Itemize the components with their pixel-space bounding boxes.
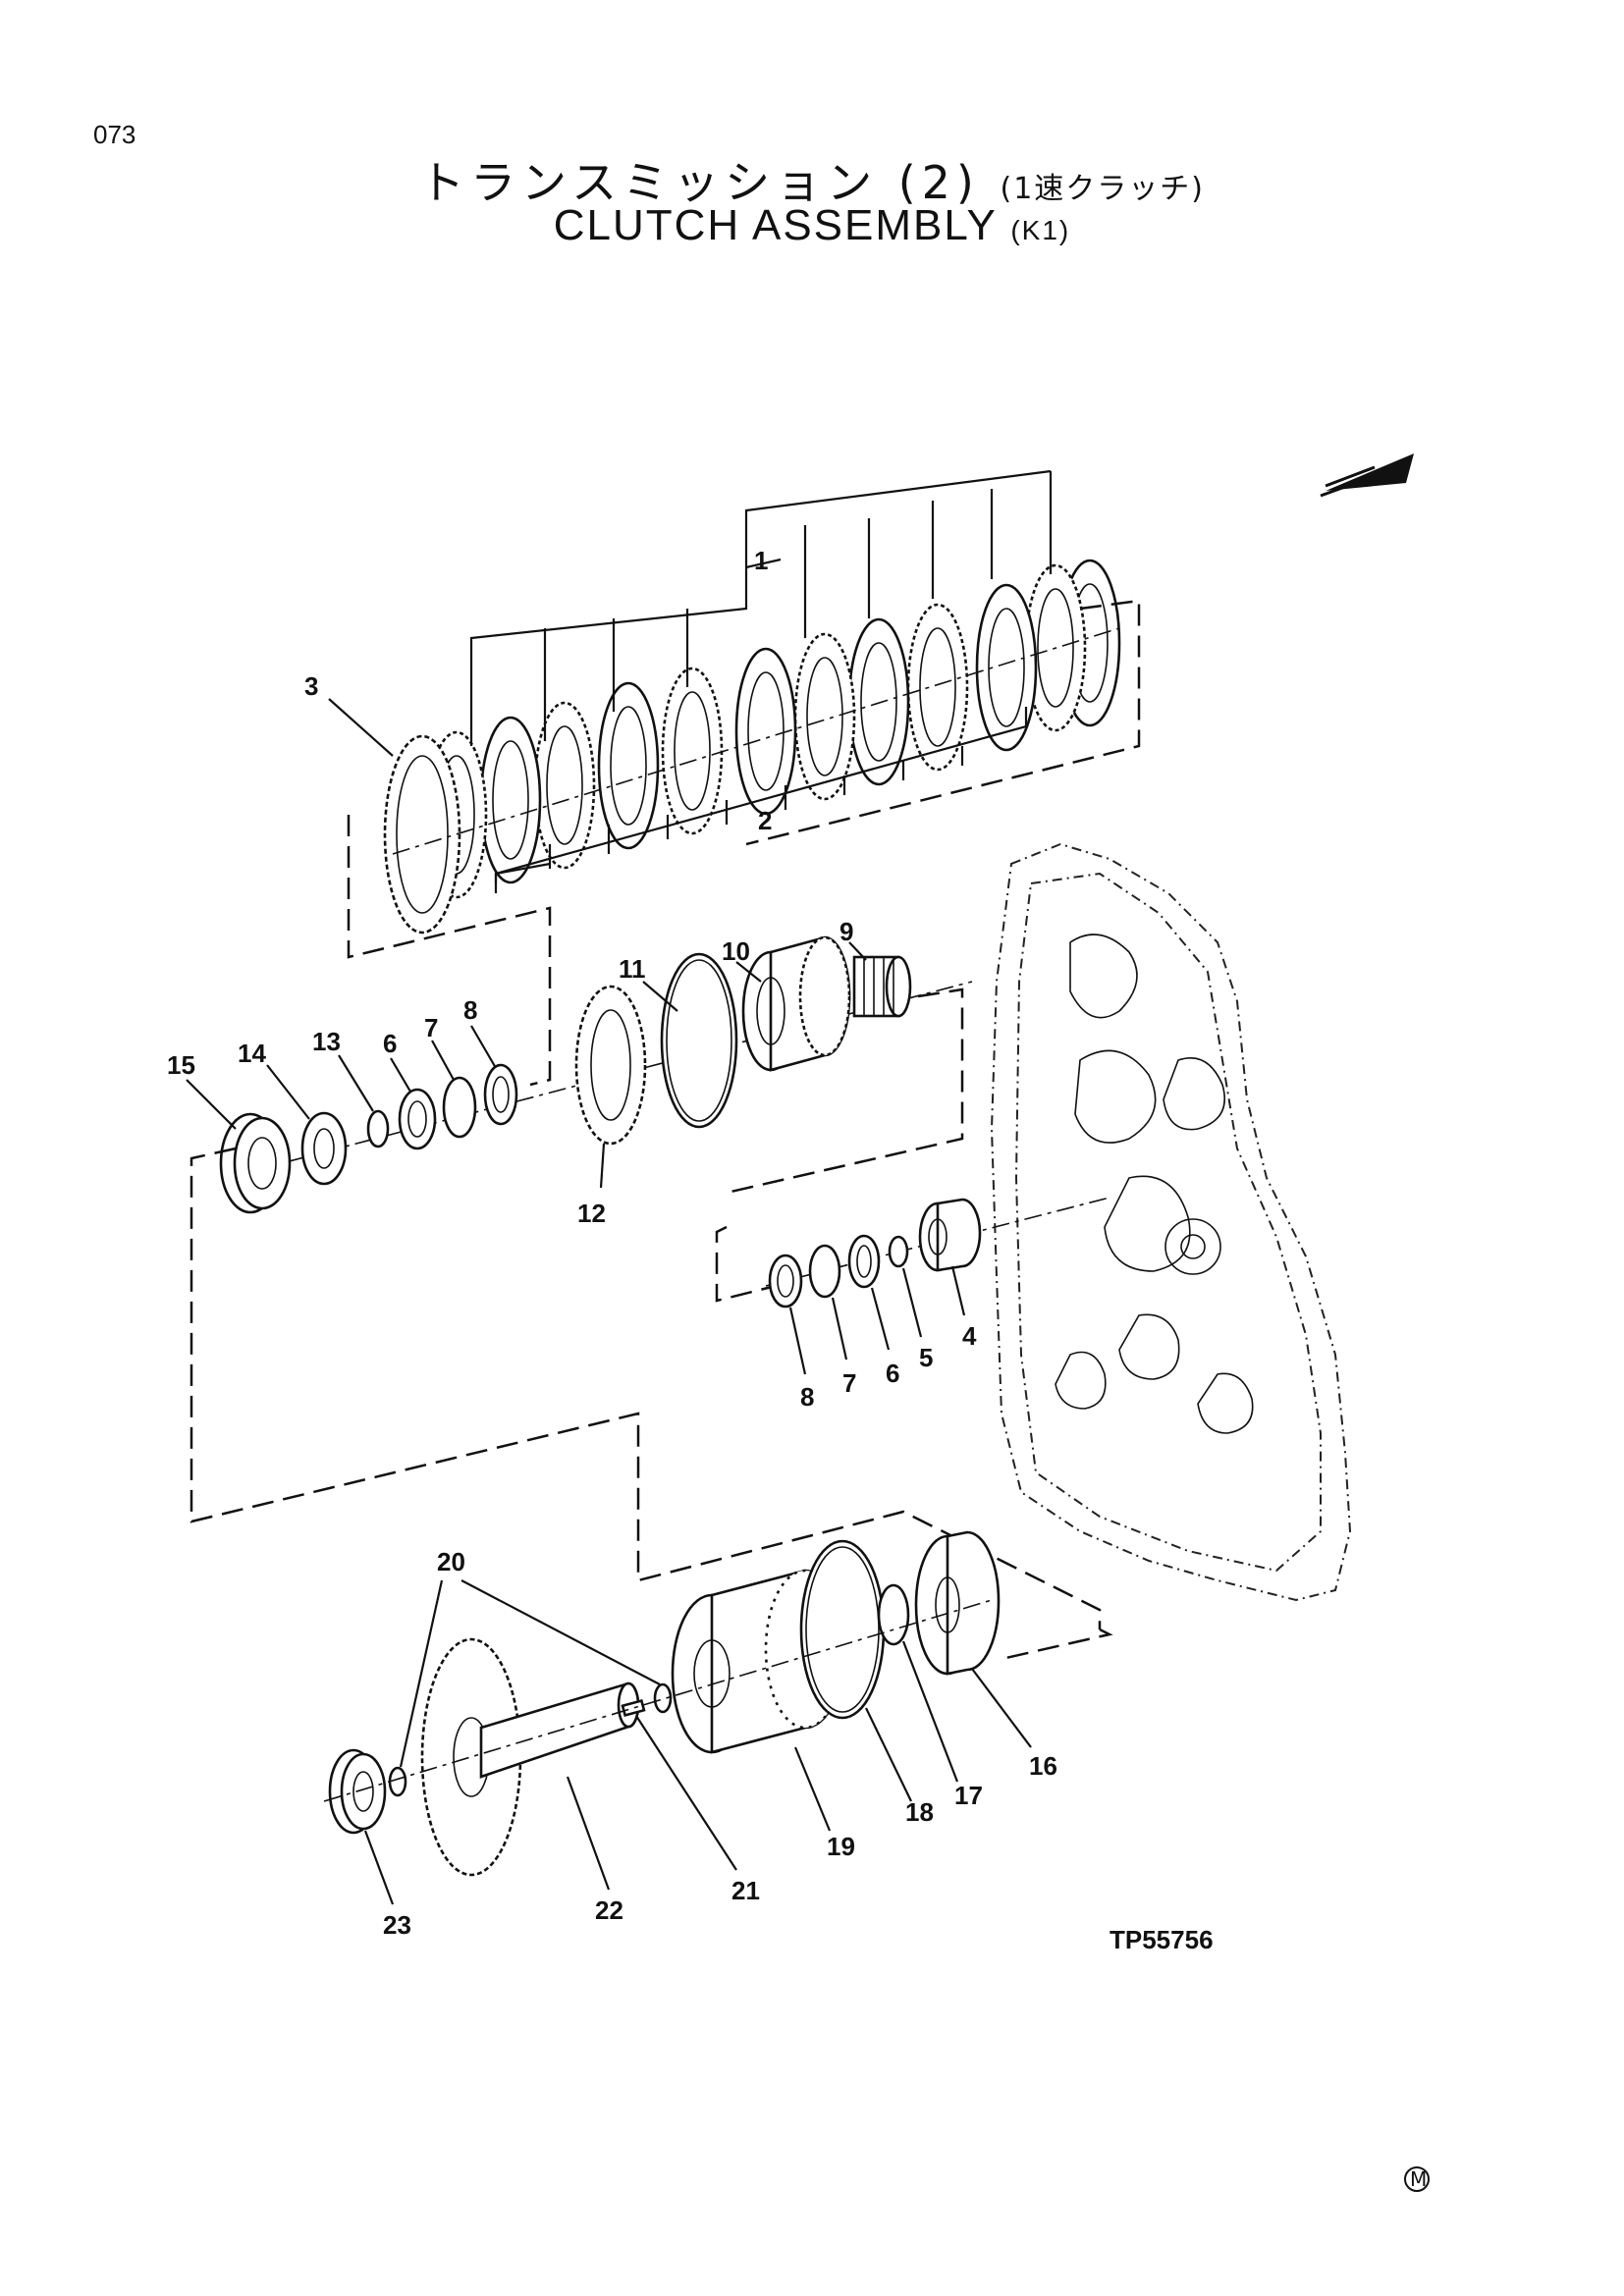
bottom-row-parts — [323, 1530, 1113, 1905]
callout-22: 22 — [595, 1896, 623, 1925]
callout-9: 9 — [839, 917, 853, 946]
callout-15: 15 — [167, 1050, 195, 1080]
callout-labels: 1 2 3 4 5 6 7 8 6 7 8 9 10 11 12 13 14 1… — [167, 546, 1057, 1940]
callout-7-upper: 7 — [424, 1013, 438, 1042]
page-number: 073 — [93, 120, 136, 149]
callout-8-upper: 8 — [463, 995, 477, 1025]
callout-20: 20 — [437, 1547, 465, 1576]
manufacturer-mark-icon: M — [1404, 2166, 1430, 2192]
drawing-reference-code: TP55756 — [1110, 1925, 1214, 1954]
callout-17: 17 — [954, 1781, 983, 1810]
callout-11: 11 — [619, 954, 646, 984]
callout-4: 4 — [962, 1321, 977, 1351]
callout-21: 21 — [731, 1876, 760, 1905]
callout-8-lower: 8 — [800, 1382, 814, 1412]
title-english: CLUTCH ASSEMBLY (K1) — [0, 201, 1624, 250]
callout-18: 18 — [905, 1797, 934, 1827]
callout-1: 1 — [754, 546, 768, 575]
direction-arrow-icon — [1320, 454, 1414, 498]
callout-14: 14 — [238, 1039, 266, 1068]
lower-right-row-parts — [715, 1197, 1110, 1375]
title-english-main: CLUTCH ASSEMBLY — [553, 201, 998, 249]
clutch-disc-pack — [328, 469, 1121, 934]
callout-3: 3 — [304, 671, 318, 701]
callout-7-lower: 7 — [842, 1368, 856, 1398]
title-japanese-sub: (1速クラッチ) — [1000, 172, 1205, 206]
callout-6-upper: 6 — [383, 1029, 397, 1058]
title-english-sub: (K1) — [1010, 215, 1071, 245]
assembly-frame-discs-right — [745, 599, 1141, 846]
callout-23: 23 — [383, 1910, 411, 1940]
callout-6-lower: 6 — [886, 1359, 899, 1388]
callout-5: 5 — [919, 1343, 933, 1372]
middle-row-parts — [186, 935, 973, 1214]
assembly-frame-left — [189, 1147, 1102, 1629]
callout-19: 19 — [827, 1832, 855, 1861]
callout-13: 13 — [312, 1027, 341, 1056]
assembly-frame-discs — [347, 815, 552, 1087]
callout-10: 10 — [722, 936, 750, 966]
callout-12: 12 — [577, 1199, 606, 1228]
transmission-housing — [990, 842, 1352, 1602]
callout-2: 2 — [758, 806, 772, 835]
manufacturer-mark-letter: M — [1410, 2167, 1427, 2191]
assembly-frame-middle — [726, 988, 964, 1195]
title-japanese-main: トランスミッション (2) — [419, 156, 980, 209]
callout-16: 16 — [1029, 1751, 1057, 1781]
title-japanese: トランスミッション (2) (1速クラッチ) — [0, 147, 1624, 212]
